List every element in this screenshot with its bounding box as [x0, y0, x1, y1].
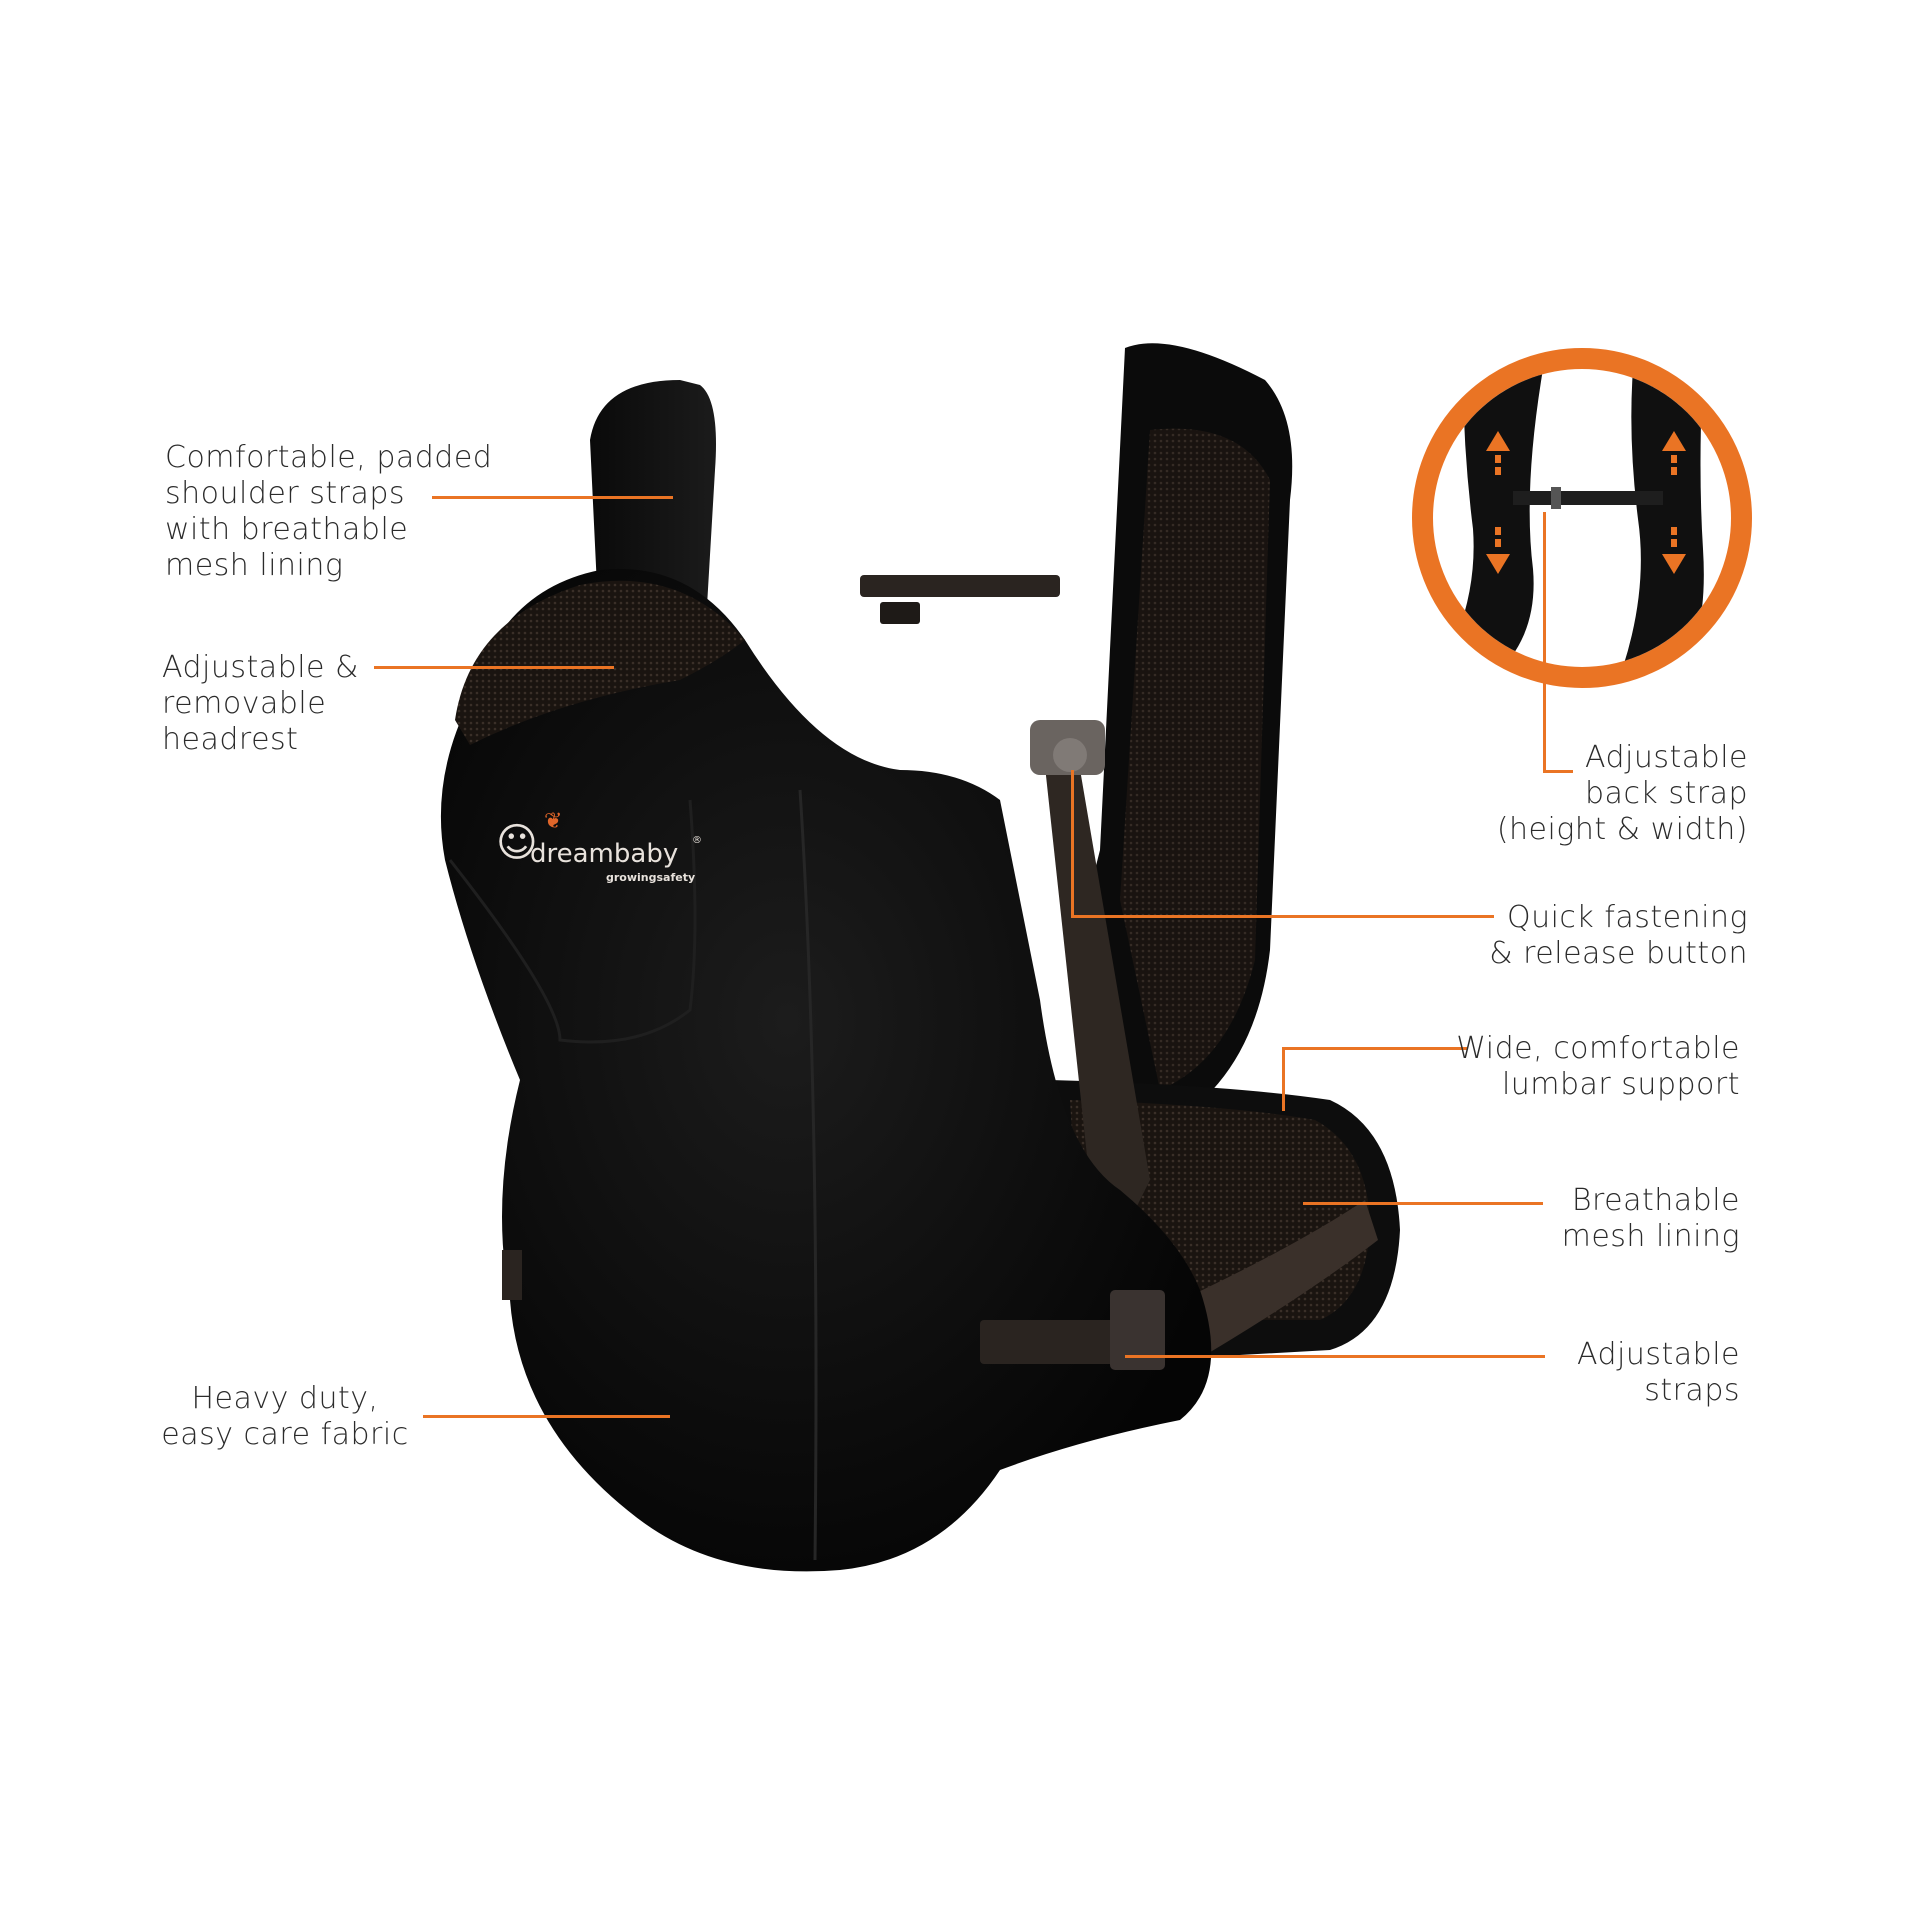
callout-lumbar: Wide, comfortable lumbar support: [1456, 1031, 1740, 1102]
butterfly-icon: ❦: [544, 809, 563, 834]
back-strap-detail-image: [1443, 369, 1704, 667]
leader-line-fabric: [423, 1415, 670, 1418]
callout-adjustable-straps: Adjustable straps: [1577, 1337, 1740, 1408]
callout-headrest: Adjustable & removable headrest: [162, 650, 359, 757]
leader-line-shoulder-straps: [432, 496, 673, 499]
callout-quick-release: Quick fastening & release button: [1489, 900, 1748, 971]
leader-line-adjustable-straps: [1125, 1355, 1545, 1358]
callout-mesh-lining: Breathable mesh lining: [1561, 1183, 1740, 1254]
back-strap-detail-inset: [1412, 348, 1752, 688]
leader-line-headrest: [374, 666, 614, 669]
leader-line-back-strap-h: [1543, 770, 1573, 773]
leader-line-mesh-lining: [1303, 1202, 1543, 1205]
callout-back-strap: Adjustable back strap (height & width): [1496, 740, 1748, 847]
leader-line-quick-release-v: [1071, 770, 1074, 917]
leader-line-quick-release-h: [1071, 915, 1494, 918]
callout-shoulder-straps: Comfortable, padded shoulder straps with…: [165, 440, 493, 583]
brand-tagline: growingsafety: [606, 871, 696, 884]
callout-fabric: Heavy duty, easy care fabric: [161, 1381, 409, 1452]
leader-line-lumbar-h: [1282, 1047, 1467, 1050]
leader-line-back-strap-v: [1543, 512, 1546, 773]
leader-line-lumbar-v: [1282, 1047, 1285, 1111]
registered-mark: ®: [692, 835, 702, 846]
adjust-arrows-icon: [1486, 431, 1686, 574]
brand-name: dreambaby: [530, 839, 679, 869]
child-figure-icon: ☺: [496, 820, 538, 866]
